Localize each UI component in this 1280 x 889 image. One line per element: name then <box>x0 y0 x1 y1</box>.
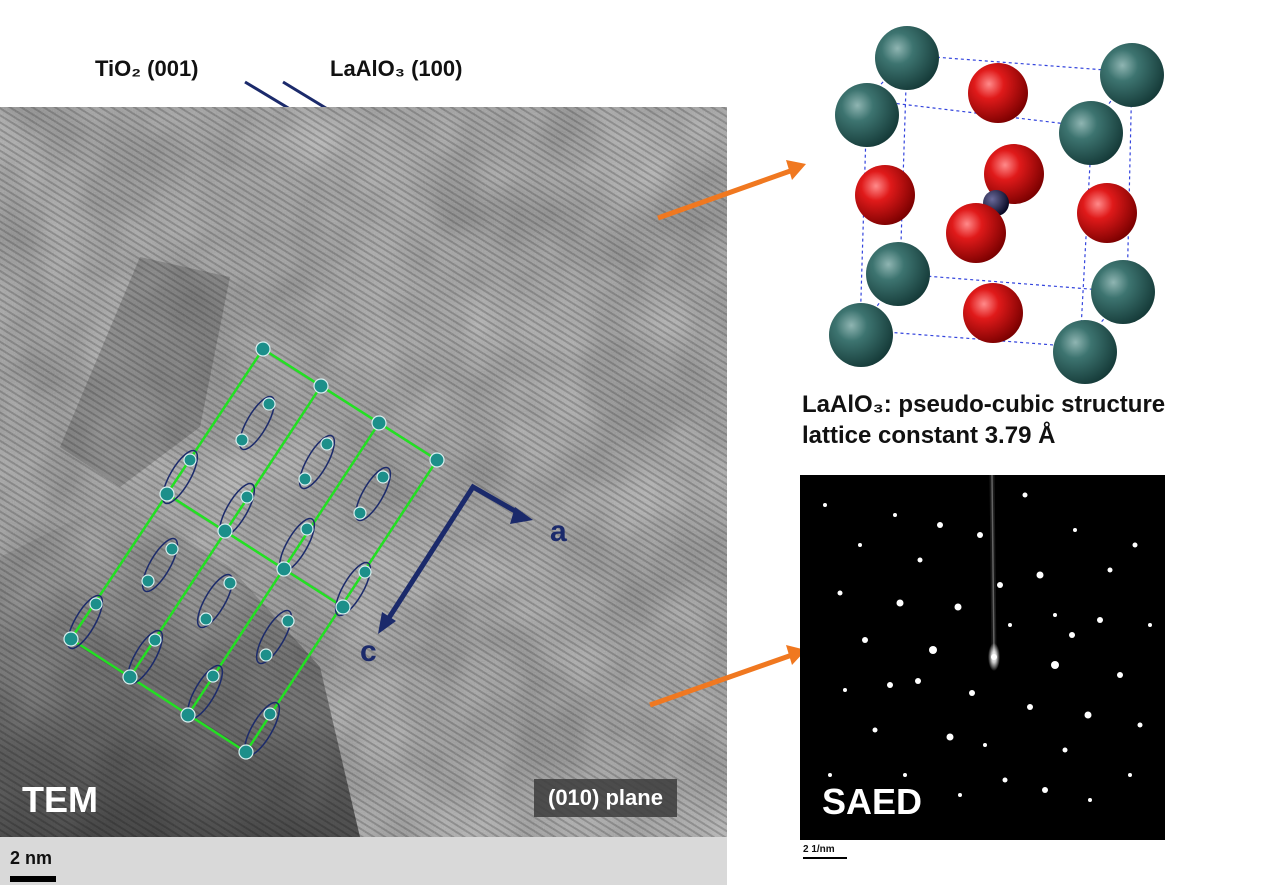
saed-label: SAED <box>822 781 923 822</box>
axis-arrows <box>382 483 524 626</box>
la-atoms <box>866 26 1164 324</box>
saed-image: SAED <box>800 475 1165 840</box>
saed-scale-label: 2 1/nm <box>803 844 835 855</box>
tem-label: TEM <box>22 779 98 820</box>
axis-c-arrowhead <box>378 612 396 634</box>
saed-pattern <box>823 475 1152 802</box>
tem-scale-bar <box>10 876 56 882</box>
laalo3-label: LaAlO₃ (100) <box>330 56 463 81</box>
diffraction-spots <box>823 492 1152 802</box>
la-atoms-front <box>829 83 1123 384</box>
axis-a-label: a <box>550 515 567 548</box>
tem-scale-bar-area <box>0 837 727 885</box>
o-atoms <box>855 63 1137 343</box>
axis-c-label: c <box>360 635 377 668</box>
structure-caption-line2: lattice constant 3.79 Å <box>802 422 1056 449</box>
tio2-label: TiO₂ (001) <box>95 56 199 81</box>
plane-label: (010) plane <box>534 779 677 817</box>
saed-scale-bar <box>803 857 847 859</box>
tem-image: a c TEM (010) plane <box>0 107 727 837</box>
axis-a-arrowhead <box>510 507 533 524</box>
tem-scale-label: 2 nm <box>10 848 53 868</box>
o-atom-front <box>946 203 1006 263</box>
crystal-structure <box>829 26 1164 384</box>
structure-caption-line1: LaAlO₃: pseudo-cubic structure <box>802 391 1166 418</box>
tem-micrograph <box>0 107 727 837</box>
atom-markers <box>63 341 445 760</box>
